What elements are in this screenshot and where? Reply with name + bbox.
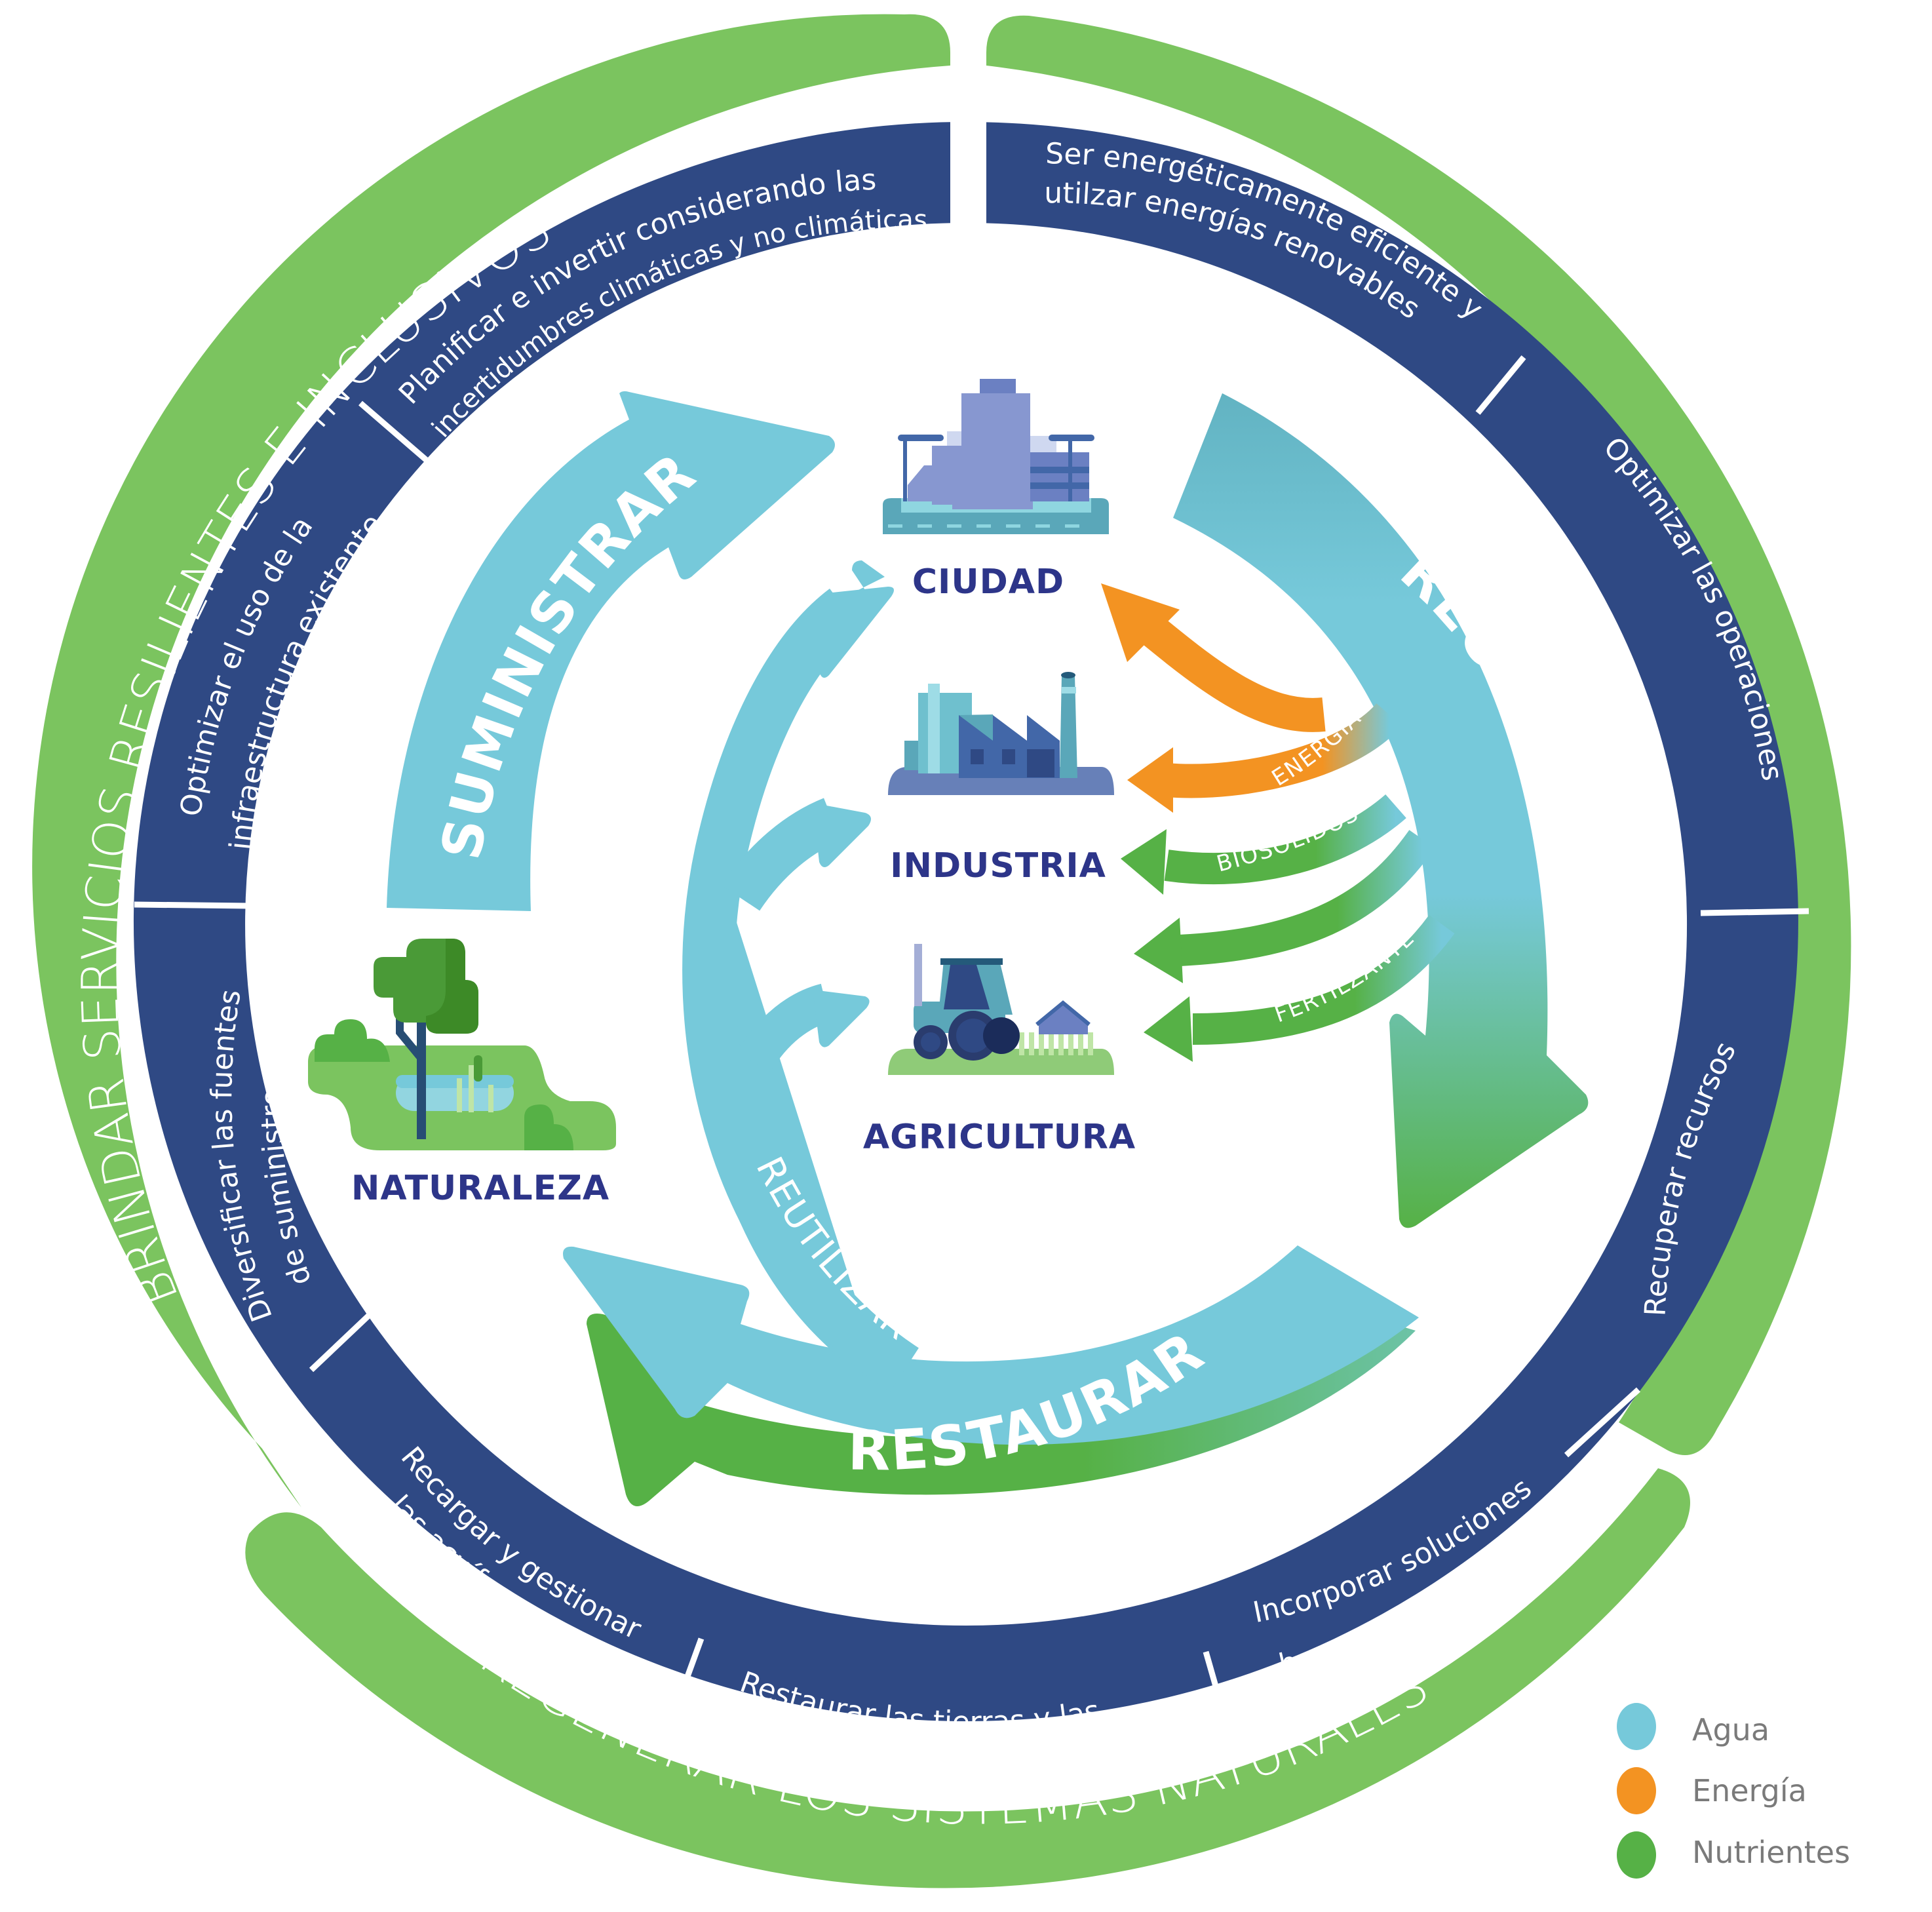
outer-ring-segment-bottom (245, 1468, 1691, 1888)
industry-icon (888, 672, 1114, 795)
nature-node: NATURALEZA (308, 939, 616, 1208)
legend-swatch-nutrients (1617, 1831, 1656, 1879)
fertilizer-stream (1192, 914, 1455, 1045)
reuse-branch-city-head (819, 587, 894, 678)
energy-stream-to-industry (1165, 703, 1402, 798)
outer-ring (32, 14, 1851, 1888)
city-node: CIUDAD (883, 379, 1109, 602)
energy-arrow-head-city (1101, 583, 1180, 662)
agriculture-icon (888, 944, 1114, 1075)
city-label: CIUDAD (912, 562, 1064, 602)
recover-arrow-body (1173, 393, 1589, 1228)
outer-ring-segment-right (986, 15, 1851, 1455)
energy-arrow-head-industry (1127, 747, 1173, 813)
biosolids-arrow-head (1121, 829, 1167, 895)
outer-ring-segment-left (32, 14, 951, 1508)
legend: Agua Energía Nutrientes (1617, 1703, 1850, 1879)
legend-item-energy: Energía (1617, 1767, 1807, 1814)
legend-label-energy: Energía (1692, 1773, 1807, 1808)
supply-arrow-body (387, 391, 835, 911)
reuse-branch-industry-head (813, 803, 871, 868)
legend-swatch-energy (1617, 1767, 1656, 1814)
industry-node: INDUSTRIA (888, 672, 1114, 886)
nature-label: NATURALEZA (351, 1169, 609, 1208)
reuse-arrow: REUTILIZAR (682, 560, 919, 1392)
restore-arrow-blue (563, 1245, 1419, 1445)
ring-gap-top (950, 105, 986, 236)
city-icon (883, 379, 1109, 534)
legend-item-nutrients: Nutrientes (1617, 1831, 1850, 1879)
restore-arrow: RESTAURAR (563, 1245, 1419, 1506)
legend-label-water: Agua (1692, 1712, 1769, 1747)
middle-ring-dividers (134, 355, 1809, 1745)
agriculture-label: AGRICULTURA (863, 1118, 1136, 1157)
fertilizer-arrow-head (1144, 996, 1193, 1062)
agriculture-node: AGRICULTURA (863, 944, 1136, 1157)
legend-item-water: Agua (1617, 1703, 1769, 1750)
legend-swatch-water (1617, 1703, 1656, 1750)
biosolids-stream (1164, 794, 1406, 885)
middle-ring (133, 105, 1809, 1745)
reuse-arrow-trunk (682, 589, 919, 1392)
legend-label-nutrients: Nutrientes (1692, 1835, 1850, 1870)
nutrient-stream-2 (1178, 830, 1435, 966)
restore-arrow-green (587, 1311, 1416, 1506)
industry-label: INDUSTRIA (890, 846, 1106, 886)
nutrient-arrow-head-2 (1134, 918, 1183, 983)
reuse-branch-agriculture-head (813, 990, 870, 1047)
nature-icon (308, 939, 616, 1150)
